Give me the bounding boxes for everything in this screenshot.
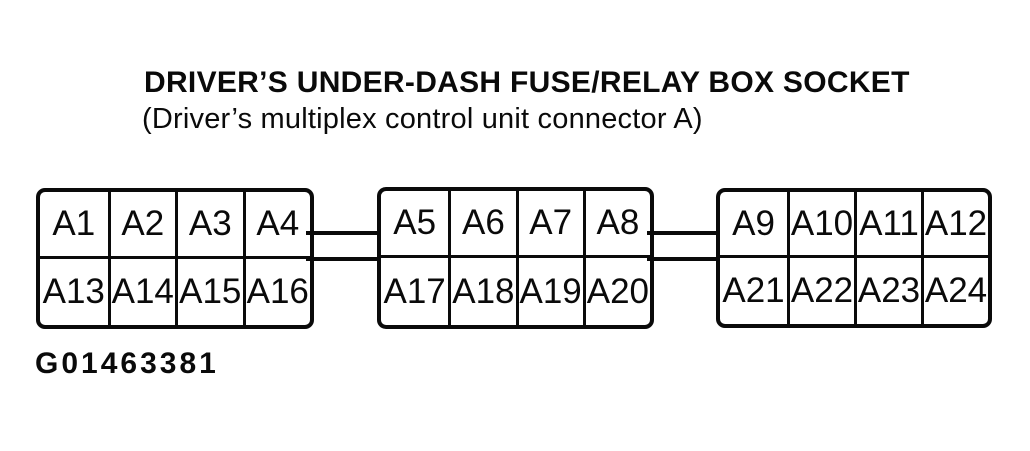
pin-cell-a24: A24 — [921, 258, 988, 324]
pin-block-middle: A5 A6 A7 A8 A17 A18 A19 A20 — [377, 187, 654, 329]
pin-cell-a3: A3 — [175, 192, 243, 259]
pin-cell-a18: A18 — [448, 258, 515, 325]
diagram-title: DRIVER’S UNDER-DASH FUSE/RELAY BOX SOCKE… — [144, 66, 910, 99]
pin-cell-a12: A12 — [921, 192, 988, 258]
pin-cell-a11: A11 — [854, 192, 921, 258]
pin-cell-a16: A16 — [242, 258, 311, 325]
pin-cell-a15: A15 — [175, 258, 243, 325]
pin-cell-a23: A23 — [854, 258, 921, 324]
pin-cell-a13: A13 — [42, 271, 105, 311]
connector-line-left-upper — [306, 231, 384, 235]
figure-code: G01463381 — [35, 347, 219, 380]
pin-cell-a14: A14 — [107, 258, 176, 325]
pin-cell-a8: A8 — [582, 191, 650, 258]
pin-cell-a19: A19 — [515, 258, 583, 325]
pin-cell-a4: A4 — [242, 192, 310, 259]
pin-cell-a20: A20 — [582, 258, 650, 325]
pin-cell-a22: A22 — [787, 258, 854, 324]
pin-cell-a6: A6 — [448, 191, 516, 258]
pin-cell-a9: A9 — [720, 192, 787, 258]
diagram-subtitle: (Driver’s multiplex control unit connect… — [142, 103, 703, 135]
pin-cell-a1: A1 — [40, 192, 108, 259]
pin-cell-a10: A10 — [787, 192, 854, 258]
connector-line-right-lower — [647, 257, 724, 261]
pin-cell-a21: A21 — [722, 271, 785, 310]
pin-cell-a7: A7 — [515, 191, 583, 258]
pin-cell-a5: A5 — [381, 191, 449, 258]
pin-cell-a2: A2 — [107, 192, 175, 259]
pin-block-right: A9 A10 A11 A12 A21 A22 A23 A24 — [716, 188, 992, 328]
connector-line-left-lower — [306, 257, 384, 261]
pin-cell-a17: A17 — [383, 271, 446, 311]
pin-block-left: A1 A2 A3 A4 A13 A14 A15 A16 — [36, 188, 314, 329]
connector-line-right-upper — [647, 231, 724, 235]
